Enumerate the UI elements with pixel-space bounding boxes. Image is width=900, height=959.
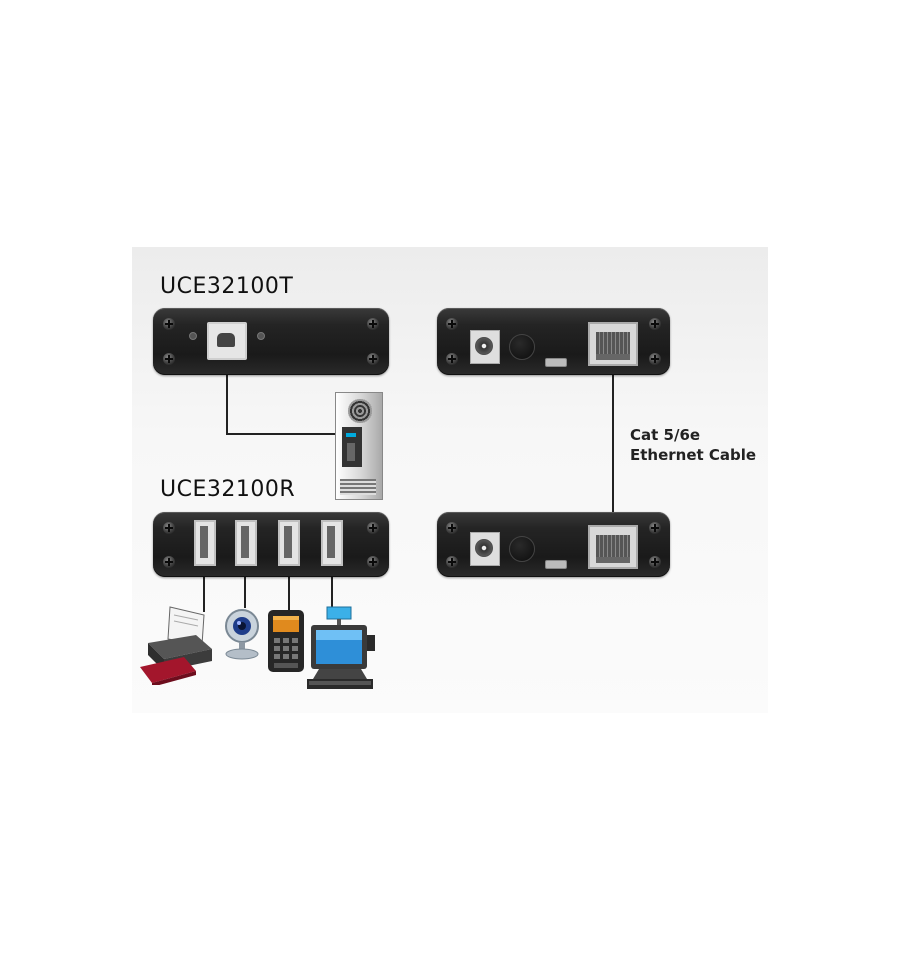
screw-icon [163, 556, 175, 568]
vent [340, 479, 376, 495]
screw-icon [367, 318, 379, 330]
screw-icon [649, 556, 661, 568]
micro-usb-port [545, 560, 567, 569]
ethernet-cable [612, 362, 614, 512]
screw-icon [367, 556, 379, 568]
led-indicator [257, 332, 265, 340]
transmitter-label: UCE32100T [160, 274, 294, 299]
usb-cable-horizontal [226, 433, 338, 435]
screw-icon [367, 522, 379, 534]
usb-a-port-1 [194, 520, 216, 566]
cable-label-line1: Cat 5/6e [630, 426, 701, 444]
cable-label-line2: Ethernet Cable [630, 446, 757, 464]
screw-icon [163, 522, 175, 534]
usb-b-port [207, 322, 247, 360]
screw-icon [649, 522, 661, 534]
transmitter-front-panel [153, 308, 389, 375]
rj45-port [588, 322, 638, 366]
rj45-port [588, 525, 638, 569]
card-reader-cable [288, 576, 290, 610]
usb-a-port-4 [321, 520, 343, 566]
card-reader-icon [268, 610, 304, 672]
screw-icon [649, 318, 661, 330]
screw-icon [446, 556, 458, 568]
screw-icon [163, 318, 175, 330]
printer-icon [140, 606, 212, 685]
dc-power-jack [470, 532, 500, 566]
usb-a-port-2 [235, 520, 257, 566]
pos-cable [331, 576, 333, 610]
computer-tower-icon [335, 392, 383, 500]
screw-icon [163, 353, 175, 365]
screw-icon [367, 353, 379, 365]
receiver-front-panel [153, 512, 389, 577]
receiver-label: UCE32100R [160, 477, 296, 502]
screw-icon [446, 522, 458, 534]
screw-icon [446, 318, 458, 330]
fan-icon [348, 399, 372, 423]
pos-terminal-icon [307, 606, 375, 689]
reset-button [509, 334, 535, 360]
usb-a-port-3 [278, 520, 300, 566]
screw-icon [649, 353, 661, 365]
usb-cable-vertical [226, 375, 228, 435]
micro-usb-port [545, 358, 567, 367]
dc-power-jack [470, 330, 500, 364]
led-indicator [189, 332, 197, 340]
transmitter-rear-panel [437, 308, 670, 375]
screw-icon [446, 353, 458, 365]
printer-cable [203, 576, 205, 612]
reset-button [509, 536, 535, 562]
webcam-icon [225, 609, 259, 660]
webcam-cable [244, 576, 246, 608]
drive-bay [342, 427, 362, 467]
receiver-rear-panel [437, 512, 670, 577]
